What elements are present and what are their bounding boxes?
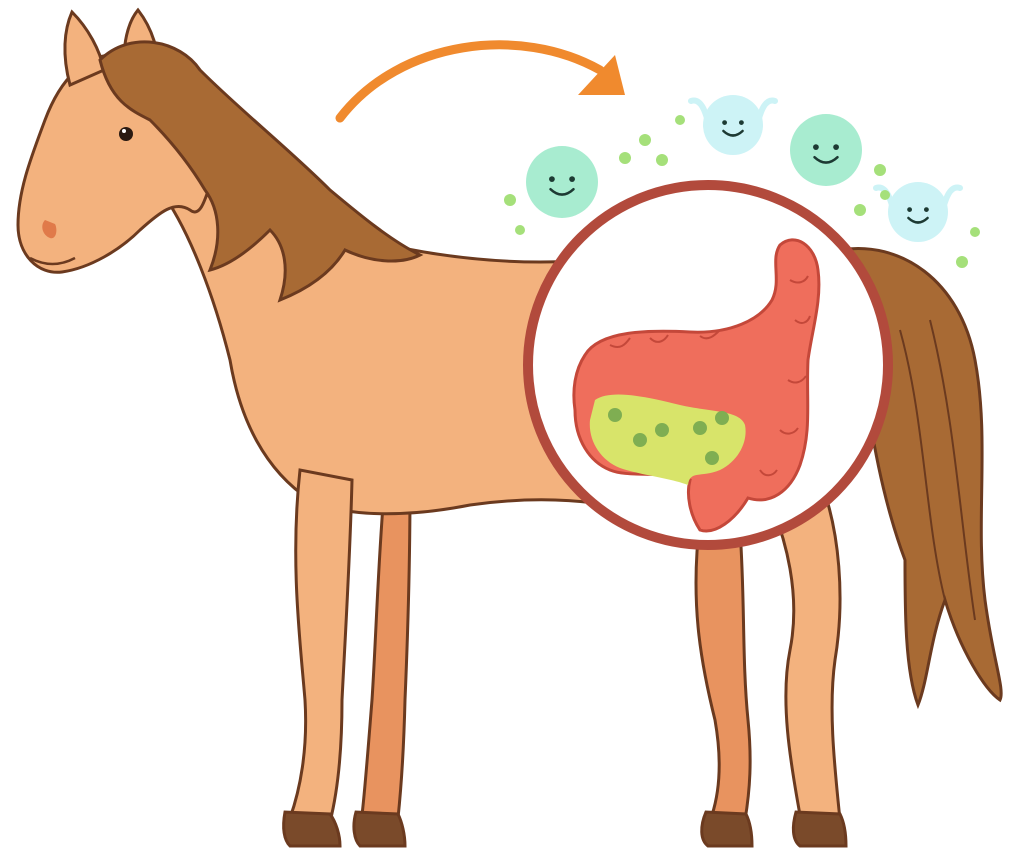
microbe-eye-icon [833, 144, 839, 150]
digesta-particle [693, 421, 707, 435]
spore-dot [504, 194, 516, 206]
digesta-particle [705, 451, 719, 465]
microbe-body [703, 95, 763, 155]
microbe [691, 95, 775, 155]
digesta-particle [608, 408, 622, 422]
horse-eye-highlight [122, 129, 126, 133]
microbe-body [526, 146, 598, 218]
spore-dot [639, 134, 651, 146]
microbe-eye-icon [739, 120, 744, 125]
microbe [790, 114, 862, 186]
spore-dot [619, 152, 631, 164]
orange-arrow [340, 45, 600, 118]
horse-eye [119, 127, 133, 141]
front-leg-far [362, 480, 410, 818]
microbe-eye-icon [924, 207, 929, 212]
back-leg-far [696, 520, 750, 820]
digesta-particle [633, 433, 647, 447]
hoof-back-near [793, 812, 846, 846]
digesta-particle [715, 411, 729, 425]
microbe-body [790, 114, 862, 186]
hoof-front-far [354, 812, 405, 846]
microbe-eye-icon [569, 176, 575, 182]
spore-dot [874, 164, 886, 176]
digesta-particle [655, 423, 669, 437]
microbe-body [888, 182, 948, 242]
hoof-front-near [284, 812, 340, 846]
microbe-eye-icon [813, 144, 819, 150]
microbe-eye-icon [722, 120, 727, 125]
spore-dot [956, 256, 968, 268]
microbe-eye-icon [907, 207, 912, 212]
horse-ear-left [65, 12, 104, 85]
spore-dot [970, 227, 980, 237]
spore-dot [515, 225, 525, 235]
hoof-back-far [702, 812, 752, 846]
spore-dot [675, 115, 685, 125]
spore-dot [854, 204, 866, 216]
microbe-eye-icon [549, 176, 555, 182]
microbe [876, 182, 960, 242]
spore-dot [880, 190, 890, 200]
spore-dot [656, 154, 668, 166]
microbe [526, 146, 598, 218]
front-leg-near [290, 470, 352, 822]
